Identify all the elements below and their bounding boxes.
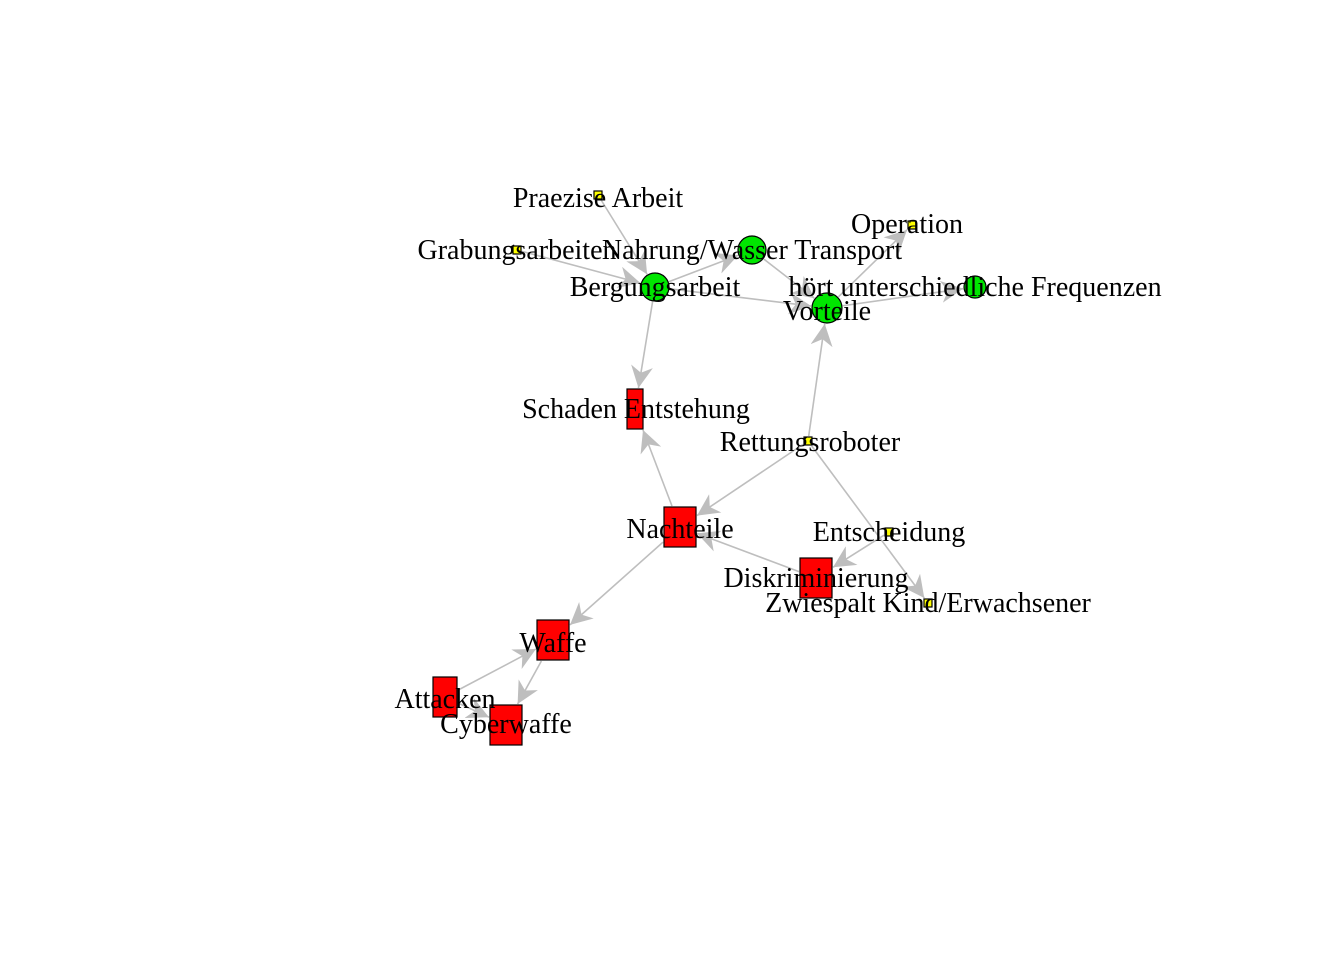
- node-bergung: [640, 272, 670, 302]
- edge-bergung-to-vorteile: [669, 288, 812, 315]
- edge-nachteile-to-waffe: [569, 541, 664, 626]
- node-nahrung: [737, 235, 767, 265]
- edge-attacken-to-waffe: [457, 648, 537, 691]
- node-label-vorteile: Vorteile: [783, 296, 871, 327]
- node-label-nachteile: Nachteile: [626, 514, 733, 545]
- node-operation: [907, 220, 917, 230]
- node-label-grabung: Grabungsarbeiten: [417, 235, 616, 266]
- node-label-waffe: Waffe: [519, 628, 586, 659]
- node-entscheidung: [884, 527, 894, 537]
- labels-layer: Praezise ArbeitGrabungsarbeitenNahrung/W…: [394, 183, 1161, 740]
- edge-bergung-to-nahrung: [668, 252, 739, 283]
- nodes-layer: [432, 190, 987, 746]
- node-nachteile: [663, 506, 697, 548]
- edge-rettung-to-nachteile: [696, 443, 804, 517]
- node-praezise: [593, 190, 603, 200]
- node-label-praezise: Praezise Arbeit: [513, 183, 683, 214]
- node-label-schaden: Schaden Entstehung: [522, 394, 750, 425]
- edge-praezise-to-bergung: [600, 199, 648, 275]
- node-label-cyberwaffe: Cyberwaffe: [440, 709, 572, 740]
- node-label-attacken: Attacken: [394, 684, 495, 715]
- node-frequenzen: [963, 275, 987, 299]
- node-diskriminierung: [799, 557, 833, 599]
- node-label-nahrung: Nahrung/Wasser Transport: [602, 235, 902, 266]
- node-label-bergung: Bergungsarbeit: [570, 272, 741, 303]
- node-label-diskriminierung: Diskriminierung: [723, 563, 908, 594]
- edge-entscheidung-to-diskriminierung: [832, 534, 885, 568]
- edge-grabung-to-bergung: [521, 250, 641, 289]
- edge-nahrung-to-vorteile: [763, 258, 815, 299]
- node-cyberwaffe: [489, 704, 523, 746]
- edge-vorteile-to-operation: [837, 229, 908, 298]
- node-rettung: [803, 436, 813, 446]
- node-schaden: [626, 388, 644, 430]
- edge-diskriminierung-to-nachteile: [696, 530, 800, 573]
- node-label-rettung: Rettungsroboter: [720, 427, 901, 458]
- node-zwiespalt: [923, 598, 933, 608]
- node-vorteile: [811, 292, 843, 324]
- node-grabung: [512, 245, 522, 255]
- edge-vorteile-to-frequenzen: [842, 280, 964, 307]
- node-label-zwiespalt: Zwiespalt Kind/Erwachsener: [765, 588, 1091, 619]
- edges-layer: [457, 199, 964, 719]
- node-label-entscheidung: Entscheidung: [813, 517, 965, 548]
- edge-waffe-to-cyberwaffe: [516, 660, 543, 705]
- node-attacken: [432, 676, 458, 718]
- edge-bergung-to-schaden: [631, 301, 654, 389]
- node-label-operation: Operation: [851, 209, 963, 240]
- node-label-frequenzen: hört unterschiedliche Frequenzen: [788, 272, 1161, 303]
- edge-rettung-to-vorteile: [807, 323, 833, 437]
- node-waffe: [536, 619, 570, 661]
- edge-rettung-to-zwiespalt: [811, 445, 925, 599]
- edge-nachteile-to-schaden: [640, 429, 673, 507]
- edge-attacken-to-cyberwaffe: [457, 698, 490, 719]
